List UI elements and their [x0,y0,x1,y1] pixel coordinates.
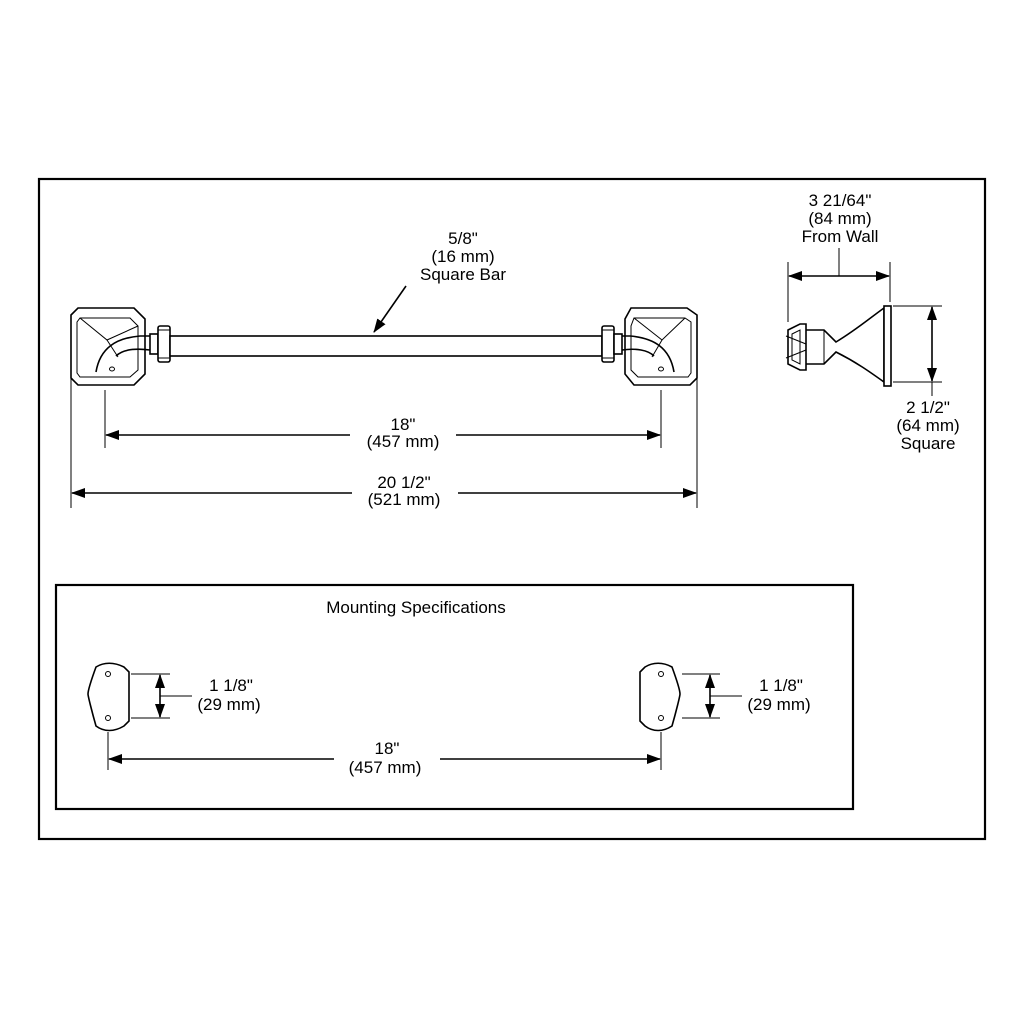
towel-bar-front-view [70,307,698,386]
right-hole-spacing-metric: (29 mm) [747,695,810,714]
overall-length-dimension: 20 1/2" (521 mm) [71,473,697,509]
mounting-span-dimension: 18" (457 mm) [107,732,662,777]
overall-length-metric: (521 mm) [368,490,441,509]
inner-span-imperial: 18" [391,415,416,434]
projection-line3: From Wall [802,227,879,246]
flange-size-line1: 2 1/2" [906,398,950,417]
left-collar [149,325,171,363]
left-mounting-plate [87,662,130,732]
flange-size-line3: Square [901,434,956,453]
right-collar [601,325,623,363]
mounting-spec-title: Mounting Specifications [326,598,506,617]
flange-size-line2: (64 mm) [896,416,959,435]
square-bar [169,335,603,357]
right-plate-screw-hole-top [658,671,664,677]
mounting-span-imperial: 18" [375,739,400,758]
towel-bar-side-view [785,305,892,387]
mounting-span-metric: (457 mm) [349,758,422,777]
left-plate-screw-hole-bottom [105,715,111,721]
bar-spec-callout: 5/8" (16 mm) Square Bar [373,229,506,333]
overall-length-imperial: 20 1/2" [377,473,430,492]
outer-frame [37,177,987,841]
left-flange [70,307,151,386]
right-plate-screw-hole-bottom [658,715,664,721]
projection-line1: 3 21/64" [809,191,872,210]
left-hole-spacing-dimension: 1 1/8" (29 mm) [131,673,261,719]
right-mounting-plate [639,662,681,732]
inner-span-metric: (457 mm) [367,432,440,451]
left-hole-spacing-metric: (29 mm) [197,695,260,714]
flange-size-dimension: 2 1/2" (64 mm) Square [893,305,960,453]
left-hole-spacing-imperial: 1 1/8" [209,676,253,695]
right-hole-spacing-dimension: 1 1/8" (29 mm) [682,673,811,719]
bar-spec-leader-arrow [373,285,407,333]
projection-line2: (84 mm) [808,209,871,228]
right-flange [621,307,698,386]
projection-dimension: 3 21/64" (84 mm) From Wall [787,191,891,322]
inner-span-dimension: 18" (457 mm) [105,415,661,451]
left-plate-screw-hole-top [105,671,111,677]
mounting-spec-panel [54,583,855,811]
right-hole-spacing-imperial: 1 1/8" [759,676,803,695]
bar-spec-line1: 5/8" [448,229,478,248]
bar-spec-line3: Square Bar [420,265,506,284]
bar-spec-line2: (16 mm) [431,247,494,266]
